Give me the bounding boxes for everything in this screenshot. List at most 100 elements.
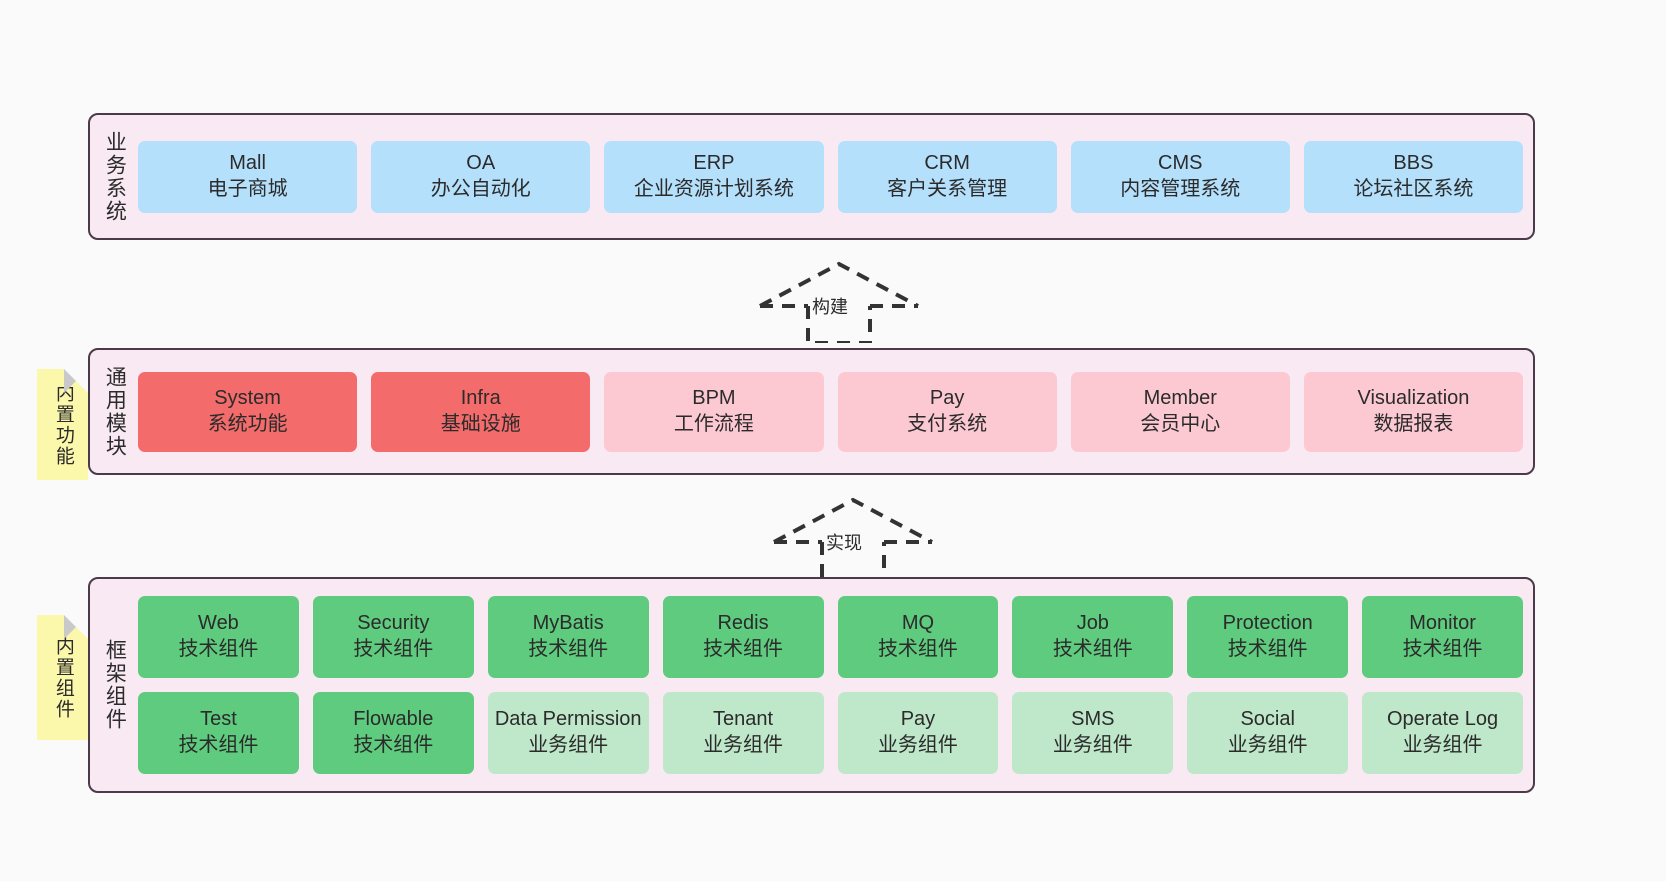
layer-body-modules: System 系统功能 Infra 基础设施 BPM 工作流程 Pay 支付系统…: [138, 350, 1533, 473]
card-pay-component[interactable]: Pay 业务组件: [837, 692, 999, 774]
card-visualization-desc: 数据报表: [1373, 412, 1454, 435]
card-data-permission-desc: 业务组件: [528, 734, 609, 756]
card-data-permission[interactable]: Data Permission 业务组件: [487, 692, 649, 774]
card-mall-desc: 电子商城: [207, 177, 288, 200]
card-sms[interactable]: SMS 业务组件: [1012, 692, 1174, 774]
arrow-implement-label: 实现: [826, 533, 862, 553]
card-system[interactable]: System 系统功能: [138, 371, 358, 452]
layer-title-modules: 通用模块: [103, 365, 127, 458]
card-social-name: Social: [1240, 708, 1295, 731]
card-web[interactable]: Web 技术组件: [138, 596, 299, 678]
card-infra-name: Infra: [460, 386, 501, 409]
card-operate-log-name: Operate Log: [1386, 708, 1499, 731]
card-bbs-name: BBS: [1393, 151, 1434, 174]
card-system-name: System: [214, 386, 281, 409]
card-member[interactable]: Member 会员中心: [1070, 371, 1290, 452]
card-web-desc: 技术组件: [178, 638, 259, 660]
card-operate-log[interactable]: Operate Log 业务组件: [1362, 692, 1523, 774]
card-infra-desc: 基础设施: [440, 412, 521, 435]
card-erp[interactable]: ERP 企业资源计划系统: [604, 140, 824, 213]
card-test-name: Test: [200, 708, 237, 731]
card-security[interactable]: Security 技术组件: [312, 596, 474, 678]
card-crm-name: CRM: [924, 151, 970, 174]
card-pay-module-desc: 支付系统: [907, 412, 988, 435]
card-operate-log-desc: 业务组件: [1402, 734, 1483, 756]
card-bpm[interactable]: BPM 工作流程: [604, 371, 824, 452]
card-pay-component-desc: 业务组件: [877, 734, 958, 756]
card-pay-module[interactable]: Pay 支付系统: [837, 371, 1057, 452]
card-redis-name: Redis: [717, 612, 769, 635]
card-web-name: Web: [198, 612, 239, 635]
card-mybatis-name: MyBatis: [532, 612, 604, 635]
card-pay-module-name: Pay: [929, 386, 965, 409]
card-job-desc: 技术组件: [1052, 638, 1133, 660]
card-visualization-name: Visualization: [1357, 386, 1470, 409]
business-card-row: Mall 电子商城 OA 办公自动化 ERP 企业资源计划系统 CRM 客户关系…: [138, 140, 1524, 213]
card-member-name: Member: [1143, 386, 1217, 409]
layer-title-framework: 框架组件: [103, 639, 127, 731]
card-redis-desc: 技术组件: [703, 638, 784, 660]
framework-business-row: Test 技术组件 Flowable 技术组件 Data Permission …: [138, 692, 1523, 774]
card-protection-name: Protection: [1222, 612, 1313, 635]
card-erp-name: ERP: [693, 151, 735, 174]
card-security-desc: 技术组件: [353, 638, 434, 660]
card-visualization[interactable]: Visualization 数据报表: [1303, 371, 1524, 452]
card-crm[interactable]: CRM 客户关系管理: [837, 140, 1057, 213]
arrow-build-label: 构建: [812, 297, 848, 317]
card-tenant-desc: 业务组件: [703, 734, 784, 756]
layer-body-business: Mall 电子商城 OA 办公自动化 ERP 企业资源计划系统 CRM 客户关系…: [138, 115, 1533, 238]
card-sms-desc: 业务组件: [1052, 734, 1133, 756]
card-bpm-name: BPM: [692, 386, 736, 409]
card-data-permission-name: Data Permission: [494, 708, 642, 731]
card-monitor-name: Monitor: [1409, 612, 1476, 635]
card-protection[interactable]: Protection 技术组件: [1187, 596, 1349, 678]
card-bpm-desc: 工作流程: [673, 412, 754, 435]
card-mall-name: Mall: [229, 151, 266, 174]
layer-framework-components: 框架组件 Web 技术组件 Security 技术组件 MyBatis 技术组件: [88, 577, 1535, 793]
card-cms[interactable]: CMS 内容管理系统: [1070, 140, 1290, 213]
arrow-build: 构建: [752, 258, 927, 345]
layer-business-systems: 业务系统 Mall 电子商城 OA 办公自动化 ERP 企业资源计划系统 CRM: [88, 113, 1535, 240]
card-mall[interactable]: Mall 电子商城: [138, 140, 358, 213]
card-social-desc: 业务组件: [1227, 734, 1308, 756]
card-member-desc: 会员中心: [1140, 412, 1221, 435]
card-job[interactable]: Job 技术组件: [1012, 596, 1174, 678]
card-mq-desc: 技术组件: [877, 638, 958, 660]
card-job-name: Job: [1076, 612, 1109, 635]
card-tenant-name: Tenant: [713, 708, 774, 731]
card-security-name: Security: [357, 612, 430, 635]
card-oa-name: OA: [466, 151, 496, 174]
card-infra[interactable]: Infra 基础设施: [371, 371, 591, 452]
card-monitor-desc: 技术组件: [1402, 638, 1483, 660]
layer-body-framework: Web 技术组件 Security 技术组件 MyBatis 技术组件 Redi…: [138, 579, 1533, 791]
card-mq[interactable]: MQ 技术组件: [837, 596, 999, 678]
card-social[interactable]: Social 业务组件: [1187, 692, 1349, 774]
card-tenant[interactable]: Tenant 业务组件: [662, 692, 824, 774]
card-crm-desc: 客户关系管理: [887, 177, 1008, 200]
card-monitor[interactable]: Monitor 技术组件: [1362, 596, 1523, 678]
card-system-desc: 系统功能: [207, 412, 288, 435]
framework-card-rows: Web 技术组件 Security 技术组件 MyBatis 技术组件 Redi…: [138, 596, 1523, 774]
card-protection-desc: 技术组件: [1227, 638, 1308, 660]
card-flowable-name: Flowable: [353, 708, 434, 731]
card-flowable-desc: 技术组件: [353, 734, 434, 756]
card-sms-name: SMS: [1071, 708, 1115, 731]
card-erp-desc: 企业资源计划系统: [633, 177, 794, 200]
card-test[interactable]: Test 技术组件: [138, 692, 299, 774]
card-flowable[interactable]: Flowable 技术组件: [312, 692, 474, 774]
layer-title-business: 业务系统: [103, 130, 127, 223]
card-mybatis[interactable]: MyBatis 技术组件: [487, 596, 649, 678]
card-redis[interactable]: Redis 技术组件: [662, 596, 824, 678]
card-mybatis-desc: 技术组件: [528, 638, 609, 660]
layer-common-modules: 通用模块 System 系统功能 Infra 基础设施 BPM 工作流程 Pay: [88, 348, 1535, 475]
card-bbs[interactable]: BBS 论坛社区系统: [1303, 140, 1524, 213]
sticky-note-builtin-components: 内置组件: [37, 615, 88, 740]
modules-card-row: System 系统功能 Infra 基础设施 BPM 工作流程 Pay 支付系统…: [138, 371, 1524, 452]
framework-tech-row: Web 技术组件 Security 技术组件 MyBatis 技术组件 Redi…: [138, 596, 1523, 678]
card-cms-name: CMS: [1158, 151, 1203, 174]
card-oa[interactable]: OA 办公自动化: [371, 140, 591, 213]
card-pay-component-name: Pay: [900, 708, 936, 731]
card-test-desc: 技术组件: [178, 734, 259, 756]
card-oa-desc: 办公自动化: [430, 177, 531, 200]
